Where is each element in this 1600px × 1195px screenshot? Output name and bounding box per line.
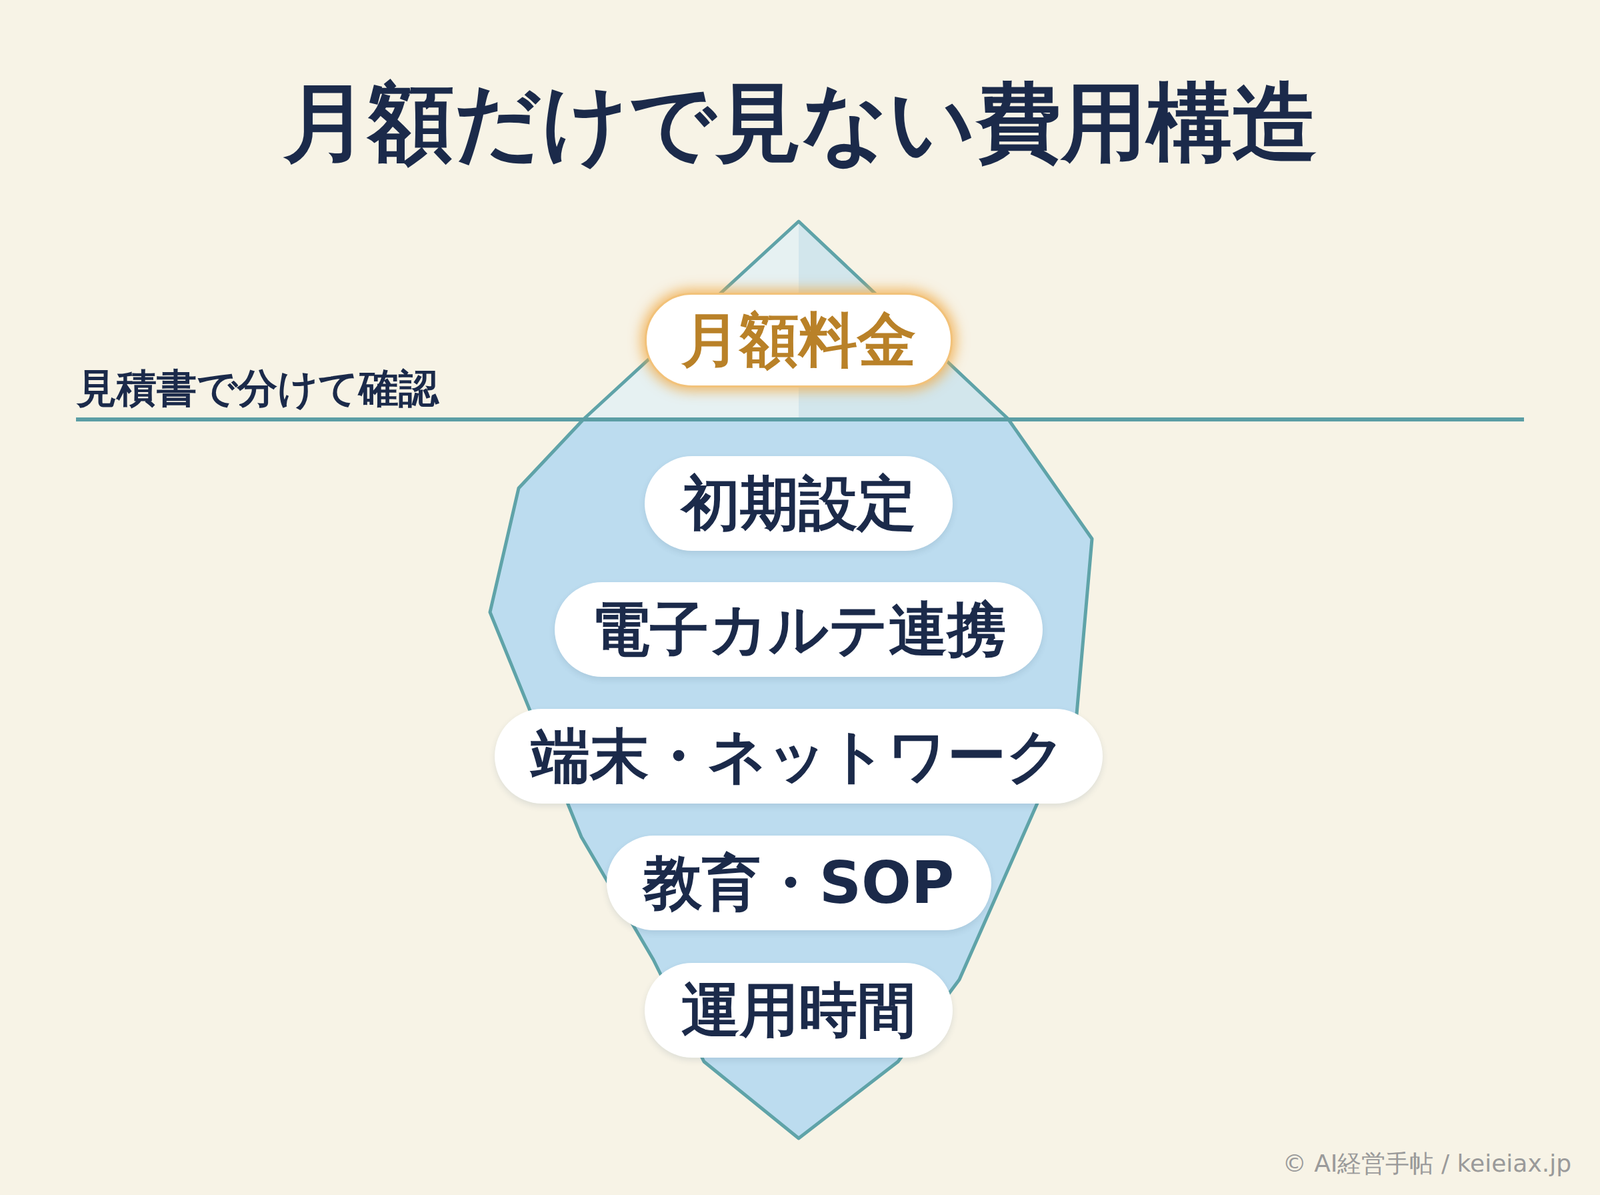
cost-pill: 教育・SOP [606, 835, 992, 930]
iceberg-outline [490, 221, 1092, 1138]
iceberg-tip [584, 221, 1008, 419]
pill-label: 電子カルテ連携 [591, 600, 1006, 659]
cost-pill: 端末・ネットワーク [494, 708, 1103, 804]
pill-label: 教育・SOP [643, 853, 955, 912]
boundary-note: 見積書で分けて確認 [76, 368, 439, 408]
watermark: © AI経営手帖 / keieiax.jp [1282, 1151, 1572, 1176]
pill-label: 運用時間 [681, 980, 916, 1040]
title: 月額だけで見ない費用構造 [283, 80, 1318, 166]
iceberg-underwater [490, 418, 1092, 1138]
cost-pill: 運用時間 [644, 962, 953, 1058]
pill-label: 初期設定 [681, 474, 916, 533]
cost-pill: 電子カルテ連携 [554, 582, 1043, 677]
water-line [76, 417, 1524, 422]
cost-pill: 初期設定 [644, 456, 953, 551]
pill-label: 月額料金 [681, 310, 916, 370]
cost-pill: 月額料金 [644, 292, 953, 388]
pill-label: 端末・ネットワーク [531, 726, 1066, 786]
